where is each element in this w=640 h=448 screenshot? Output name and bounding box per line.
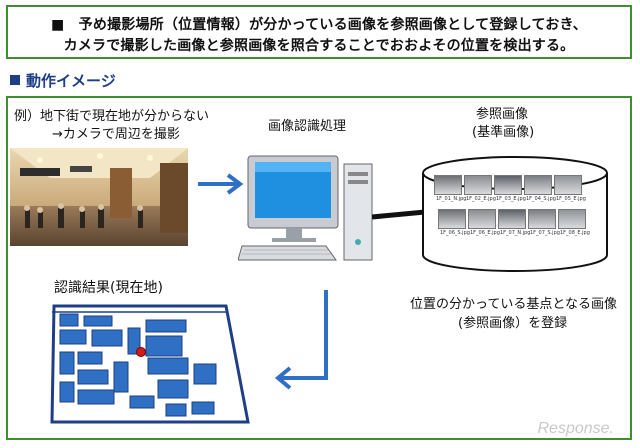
reference-thumbnail <box>554 175 582 195</box>
reference-thumbnail <box>438 209 466 229</box>
reference-thumbnail-label: 1F_06_E.jpg <box>470 230 500 236</box>
reference-thumbnail <box>464 175 492 195</box>
summary-line-1: ■ 予め撮影場所（位置情報）が分かっている画像を参照画像として登録しておき、 <box>51 17 587 33</box>
reference-label-1: 参照画像 <box>476 107 529 122</box>
reference-thumbnail <box>494 175 522 195</box>
reference-thumbnail-label: 1F_08_E.jpg <box>560 230 590 236</box>
reference-thumbnail-label: 1F_07_S.jpg <box>530 230 560 236</box>
section-title: 動作イメージ <box>26 72 116 90</box>
section-heading: 動作イメージ <box>10 70 116 91</box>
reference-label-2: (基準画像) <box>472 125 535 140</box>
process-label: 画像認識処理 <box>268 119 347 134</box>
reference-thumbnail <box>524 175 552 195</box>
watermark-logo: Response. <box>537 420 615 437</box>
floor-map <box>50 304 250 424</box>
reference-thumbnail <box>498 209 526 229</box>
reference-thumbnail-label: 1F_05_E.jpg <box>556 196 586 202</box>
right-arrow-icon <box>198 173 244 195</box>
reference-thumbnail-label: 1F_01_N.jpg <box>436 196 467 202</box>
square-bullet-icon <box>10 75 20 85</box>
reference-thumbnail <box>434 175 462 195</box>
result-label: 認識結果(現在地) <box>54 280 163 296</box>
computer-icon <box>238 155 373 261</box>
reference-thumbnail-label: 1F_07_N.jpg <box>500 230 531 236</box>
example-line-2: →カメラで周辺を撮影 <box>52 127 180 142</box>
summary-box: ■ 予め撮影場所（位置情報）が分かっている画像を参照画像として登録しておき、 カ… <box>6 5 632 59</box>
reference-thumbnail-label: 1F_06_S.jpg <box>440 230 470 236</box>
return-arrow-icon <box>274 290 328 390</box>
reference-thumbnail <box>558 209 586 229</box>
reference-thumbnail-label: 1F_03_E.jpg <box>496 196 526 202</box>
reference-thumbnail <box>468 209 496 229</box>
reference-thumbnail <box>528 209 556 229</box>
reference-thumbnail-label: 1F_04_S.jpg <box>526 196 556 202</box>
current-location-marker <box>136 347 146 357</box>
reference-thumbnail-label: 1F_02_E.jpg <box>466 196 496 202</box>
example-line-1: 例）地下街で現在地が分からない <box>14 109 210 124</box>
register-line-1: 位置の分かっている基点となる画像 <box>410 297 617 312</box>
summary-line-2: カメラで撮影した画像と参照画像を照合することでおおよその位置を検出する。 <box>63 38 575 54</box>
register-line-2: (参照画像）を登録 <box>458 316 568 331</box>
underground-photo <box>10 148 188 246</box>
